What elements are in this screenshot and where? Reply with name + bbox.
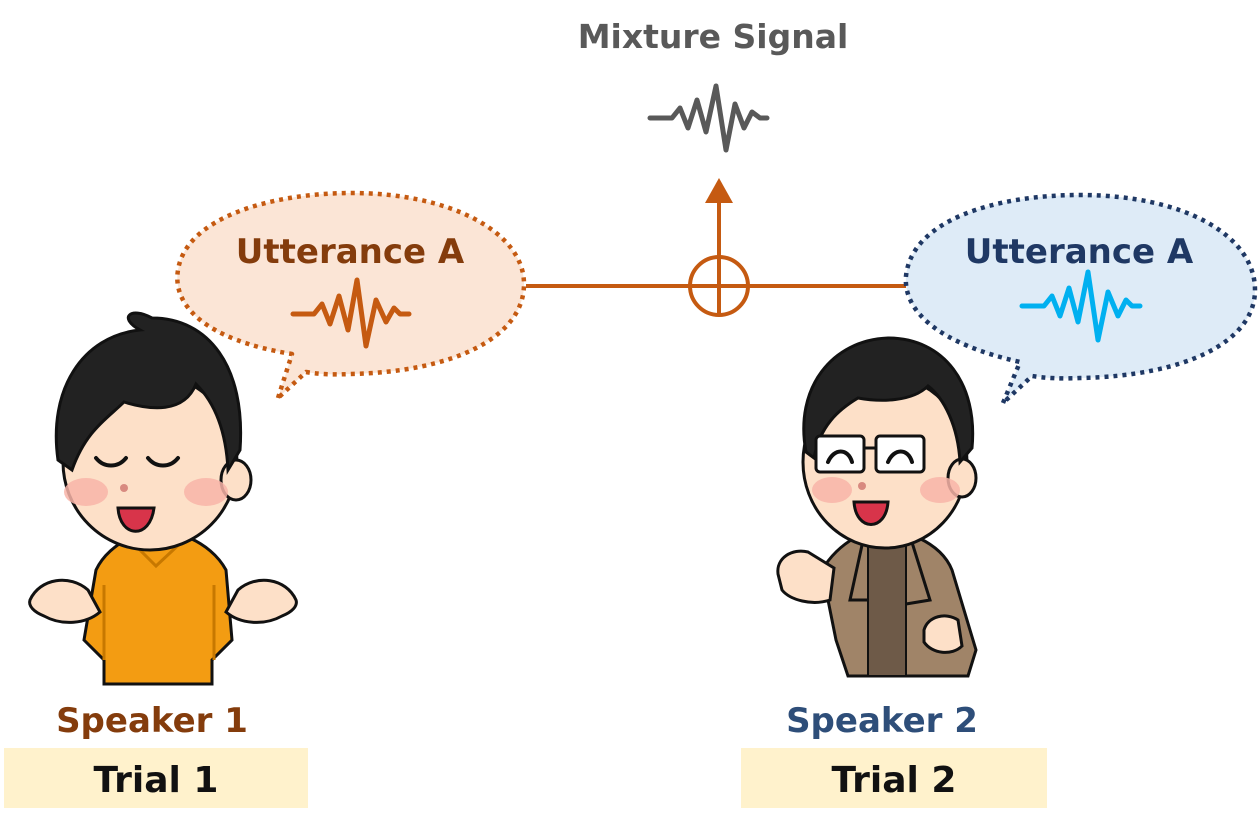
speaker-2-label: Speaker 2 [786, 701, 978, 741]
trial-2-label: Trial 2 [832, 760, 957, 801]
speaker-1-illustration-icon [28, 311, 298, 686]
bubble-2-label: Utterance A [965, 232, 1194, 272]
bubble-1-label: Utterance A [236, 232, 465, 272]
trial-1-label: Trial 1 [94, 760, 219, 801]
speech-bubble-speaker-1 [175, 190, 527, 401]
mixture-waveform-icon [647, 83, 770, 153]
utterance-waveform-2-icon [1019, 269, 1143, 343]
speaker-2-illustration-icon [776, 336, 978, 678]
mixture-signal-label: Mixture Signal [578, 17, 849, 56]
output-arrow-head-icon [705, 178, 733, 203]
trial-2-box [741, 748, 1047, 808]
trial-1-box [4, 748, 308, 808]
utterance-waveform-1-icon [290, 277, 412, 349]
speaker-1-label: Speaker 1 [56, 701, 248, 741]
sum-node-icon [688, 255, 750, 317]
